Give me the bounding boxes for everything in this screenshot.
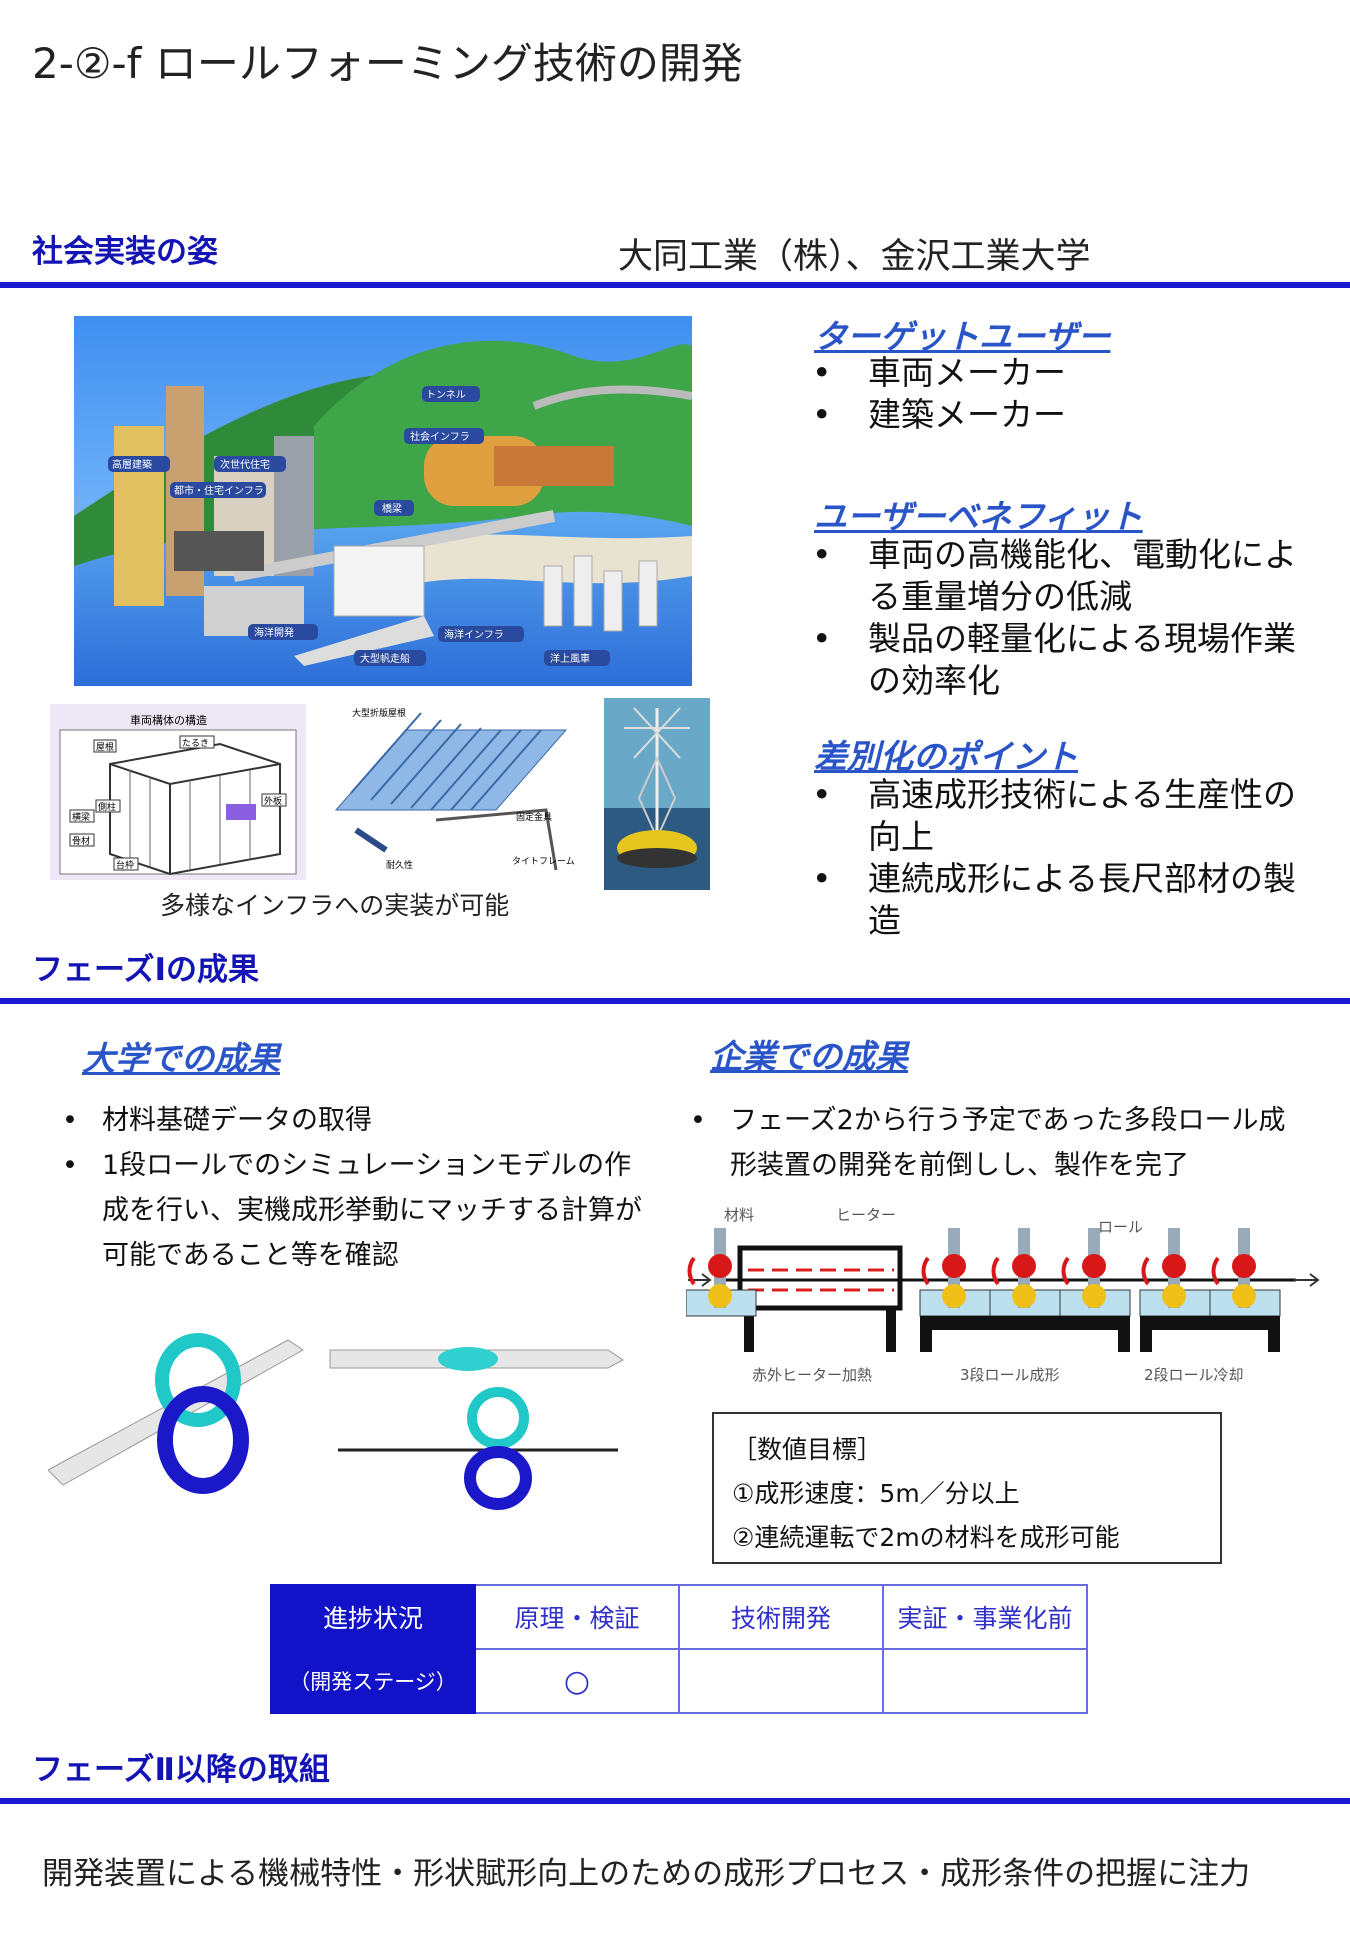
- svg-text:タイトフレーム: タイトフレーム: [512, 856, 575, 867]
- list-item: 製品の軽量化による現場作業の効率化: [812, 618, 1322, 702]
- offshore-wind-photo: [604, 698, 710, 890]
- roll-forming-apparatus-diagram: 材料 ヒーター ロール 赤外ヒーター加熱 3段ロール成形 2段ロール冷却: [685, 1198, 1326, 1398]
- svg-text:台枠: 台枠: [116, 859, 134, 871]
- svg-text:屋根: 屋根: [96, 741, 114, 753]
- roll-label: ロール: [1098, 1218, 1143, 1236]
- vehicle-structure-figure: 車両構体の構造 屋根 たるき 側柱 外板 横梁 台枠 骨材: [50, 704, 306, 880]
- label-offshore-wind: 洋上風車: [550, 652, 590, 665]
- svg-text:たるき: たるき: [182, 738, 209, 749]
- progress-status-table: 進捗状況 原理・検証 技術開発 実証・事業化前 （開発ステージ） ○: [270, 1584, 1088, 1714]
- numeric-targets-heading: ［数値目標］: [732, 1435, 883, 1464]
- list-item: 建築メーカー: [812, 394, 1312, 436]
- divider: [0, 998, 1350, 1004]
- list-item: 材料基礎データの取得: [62, 1098, 652, 1143]
- svg-text:固定金具: 固定金具: [516, 811, 552, 823]
- numeric-targets-box: ［数値目標］ ①成形速度：5m／分以上 ②連続運転で2mの材料を成形可能: [712, 1412, 1222, 1564]
- label-bridge: 橋梁: [382, 502, 402, 515]
- label-urban-infra: 都市・住宅インフラ: [174, 484, 264, 497]
- label-tunnel: トンネル: [426, 389, 466, 401]
- differentiation-heading: 差別化のポイント: [814, 737, 1078, 776]
- svg-text:骨材: 骨材: [72, 835, 90, 847]
- label-social-infra: 社会インフラ: [410, 430, 470, 443]
- stage-mark: ○: [474, 1648, 680, 1714]
- heater-label: ヒーター: [836, 1206, 896, 1224]
- section-phase1: フェーズⅠの成果: [32, 952, 259, 988]
- user-benefit-list: 車両の高機能化、電動化による重量増分の低減 製品の軽量化による現場作業の効率化: [812, 534, 1322, 702]
- svg-text:側柱: 側柱: [98, 801, 116, 813]
- stage-forming-label: 3段ロール成形: [960, 1366, 1060, 1384]
- infrastructure-illustration: トンネル 社会インフラ 高層建築 次世代住宅 都市・住宅インフラ 橋梁 海洋開発…: [74, 316, 693, 686]
- target-item: ①成形速度：5m／分以上: [732, 1479, 1020, 1508]
- status-header: 進捗状況: [270, 1584, 476, 1650]
- label-next-house: 次世代住宅: [220, 458, 270, 471]
- corrugated-roof-figure: 大型折版屋根 固定金具耐久性 タイトフレーム: [316, 700, 586, 880]
- svg-text:耐久性: 耐久性: [386, 859, 413, 871]
- stage-cooling-label: 2段ロール冷却: [1144, 1366, 1244, 1384]
- university-results-list: 材料基礎データの取得 1段ロールでのシミュレーションモデルの作成を行い、実機成形…: [62, 1098, 652, 1278]
- status-subheader: （開発ステージ）: [270, 1648, 476, 1714]
- university-results-heading: 大学での成果: [82, 1039, 280, 1078]
- phase2-description: 開発装置による機械特性・形状賦形向上のための成形プロセス・成形条件の把握に注力: [42, 1856, 1251, 1892]
- user-benefit-heading: ユーザーベネフィット: [814, 497, 1143, 536]
- section-social: 社会実装の姿: [32, 234, 218, 270]
- material-label: 材料: [724, 1206, 754, 1224]
- svg-text:大型折版屋根: 大型折版屋根: [352, 707, 406, 719]
- roll-simulation-figure: [47, 1310, 648, 1510]
- svg-text:横梁: 横梁: [72, 811, 90, 823]
- divider: [0, 1798, 1350, 1804]
- stage-heating-label: 赤外ヒーター加熱: [752, 1366, 872, 1384]
- company-results-list: フェーズ2から行う予定であった多段ロール成形装置の開発を前倒しし、製作を完了: [690, 1098, 1310, 1188]
- page-title: 2-②-f ロールフォーミング技術の開発: [32, 39, 743, 88]
- stage-tech-dev: 技術開発: [678, 1584, 884, 1650]
- stage-demonstration: 実証・事業化前: [882, 1584, 1088, 1650]
- company-results-heading: 企業での成果: [710, 1037, 908, 1076]
- list-item: 1段ロールでのシミュレーションモデルの作成を行い、実機成形挙動にマッチする計算が…: [62, 1143, 652, 1278]
- target-item: ②連続運転で2mの材料を成形可能: [732, 1523, 1120, 1552]
- label-ocean-dev: 海洋開発: [254, 626, 294, 639]
- section-phase2: フェーズⅡ以降の取組: [32, 1752, 330, 1788]
- stage-mark: [882, 1648, 1088, 1714]
- differentiation-list: 高速成形技術による生産性の向上 連続成形による長尺部材の製造: [812, 774, 1322, 942]
- illustration-caption: 多様なインフラへの実装が可能: [160, 891, 510, 920]
- label-highrise: 高層建築: [112, 458, 152, 471]
- vehicle-title: 車両構体の構造: [130, 713, 207, 727]
- target-user-heading: ターゲットユーザー: [814, 317, 1111, 356]
- divider: [0, 282, 1350, 288]
- svg-text:外板: 外板: [264, 795, 282, 807]
- organization: 大同工業（株）、金沢工業大学: [618, 237, 1091, 277]
- list-item: 高速成形技術による生産性の向上: [812, 774, 1322, 858]
- list-item: フェーズ2から行う予定であった多段ロール成形装置の開発を前倒しし、製作を完了: [690, 1098, 1310, 1188]
- list-item: 車両の高機能化、電動化による重量増分の低減: [812, 534, 1322, 618]
- stage-principle: 原理・検証: [474, 1584, 680, 1650]
- label-ocean-infra: 海洋インフラ: [444, 628, 504, 641]
- list-item: 連続成形による長尺部材の製造: [812, 858, 1322, 942]
- target-user-list: 車両メーカー 建築メーカー: [812, 352, 1312, 436]
- stage-mark: [678, 1648, 884, 1714]
- label-sail-ship: 大型帆走船: [360, 652, 410, 665]
- list-item: 車両メーカー: [812, 352, 1312, 394]
